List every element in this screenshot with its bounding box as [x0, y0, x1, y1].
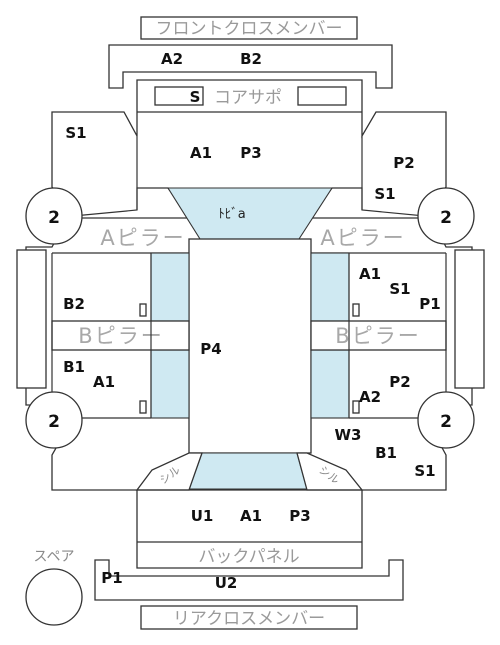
rear-cross-member-label: リアクロスメンバー [173, 609, 325, 629]
spare-tire [25, 568, 83, 626]
clip-left-upper [139, 303, 147, 317]
right-side-panel [454, 249, 485, 389]
svg-text:2: 2 [48, 208, 60, 228]
wheel-rear-right: 2 [417, 391, 475, 449]
label-s1-left: S1 [65, 124, 86, 142]
wheel-front-left: 2 [25, 187, 83, 245]
front-cross-member: フロントクロスメンバー [140, 16, 358, 40]
label-s-core: S [190, 88, 201, 106]
clip-left-lower [139, 400, 147, 414]
clip-right-lower [352, 400, 360, 414]
label-p2-right-low: P2 [389, 373, 410, 391]
label-p4-center: P4 [200, 340, 221, 358]
label-b1-left: B1 [63, 358, 85, 376]
a-pillar-right-region [307, 187, 447, 219]
right-lower-strip [310, 349, 350, 419]
svg-text:2: 2 [48, 412, 60, 432]
b-pillar-right-label: Bピラー [335, 324, 420, 348]
rear-floor-panel [188, 452, 308, 490]
left-upper-strip [150, 252, 190, 322]
rear-bumper-frame [94, 559, 404, 601]
label-b2-top: B2 [240, 50, 262, 68]
label-p1-rear: P1 [101, 569, 122, 587]
spare-label: スペア [33, 549, 74, 565]
wheel-front-right: 2 [417, 187, 475, 245]
core-support-label: コアサポ [214, 88, 282, 108]
label-b1-right: B1 [375, 444, 397, 462]
left-lower-strip [150, 349, 190, 419]
rear-cross-member [140, 605, 358, 630]
left-side-panel [16, 249, 47, 389]
back-panel-label: バックパネル [198, 547, 299, 567]
label-a1-upper: A1 [190, 144, 212, 162]
b-pillar-left-label: Bピラー [78, 324, 163, 348]
svg-text:2: 2 [440, 412, 452, 432]
label-p3-upper: P3 [240, 144, 261, 162]
rear-section-lines [137, 489, 362, 543]
label-a1-left: A1 [93, 373, 115, 391]
clip-right-upper [352, 303, 360, 317]
svg-text:2: 2 [440, 208, 452, 228]
label-a1-right: A1 [359, 265, 381, 283]
label-s1-right-low: S1 [414, 462, 435, 480]
label-p2-right: P2 [393, 154, 414, 172]
b-pillar-left-band [51, 320, 190, 351]
label-a2-top: A2 [161, 50, 183, 68]
label-a2-right-low: A2 [359, 388, 381, 406]
label-p3-rear: P3 [289, 507, 310, 525]
a-pillar-left-region [51, 187, 192, 219]
label-u2-rear: U2 [215, 574, 238, 592]
core-support: S コアサポ [154, 86, 347, 108]
toeboard-label: ﾄﾋﾞa [218, 207, 245, 222]
label-a1-rear: A1 [240, 507, 262, 525]
a-pillar-right-label: Aピラー [320, 226, 405, 250]
label-u1-rear: U1 [191, 507, 214, 525]
label-s1-right-mid: S1 [389, 280, 410, 298]
label-b2-left: B2 [63, 295, 85, 313]
label-p1-right: P1 [419, 295, 440, 313]
front-bumper-frame [108, 44, 393, 89]
label-w3-right: W3 [335, 426, 362, 444]
right-upper-strip [310, 252, 350, 322]
label-s1-right: S1 [374, 185, 395, 203]
a-pillar-left-label: Aピラー [100, 226, 185, 250]
wheel-rear-left: 2 [25, 391, 83, 449]
front-cross-member-label: フロントクロスメンバー [156, 19, 343, 39]
